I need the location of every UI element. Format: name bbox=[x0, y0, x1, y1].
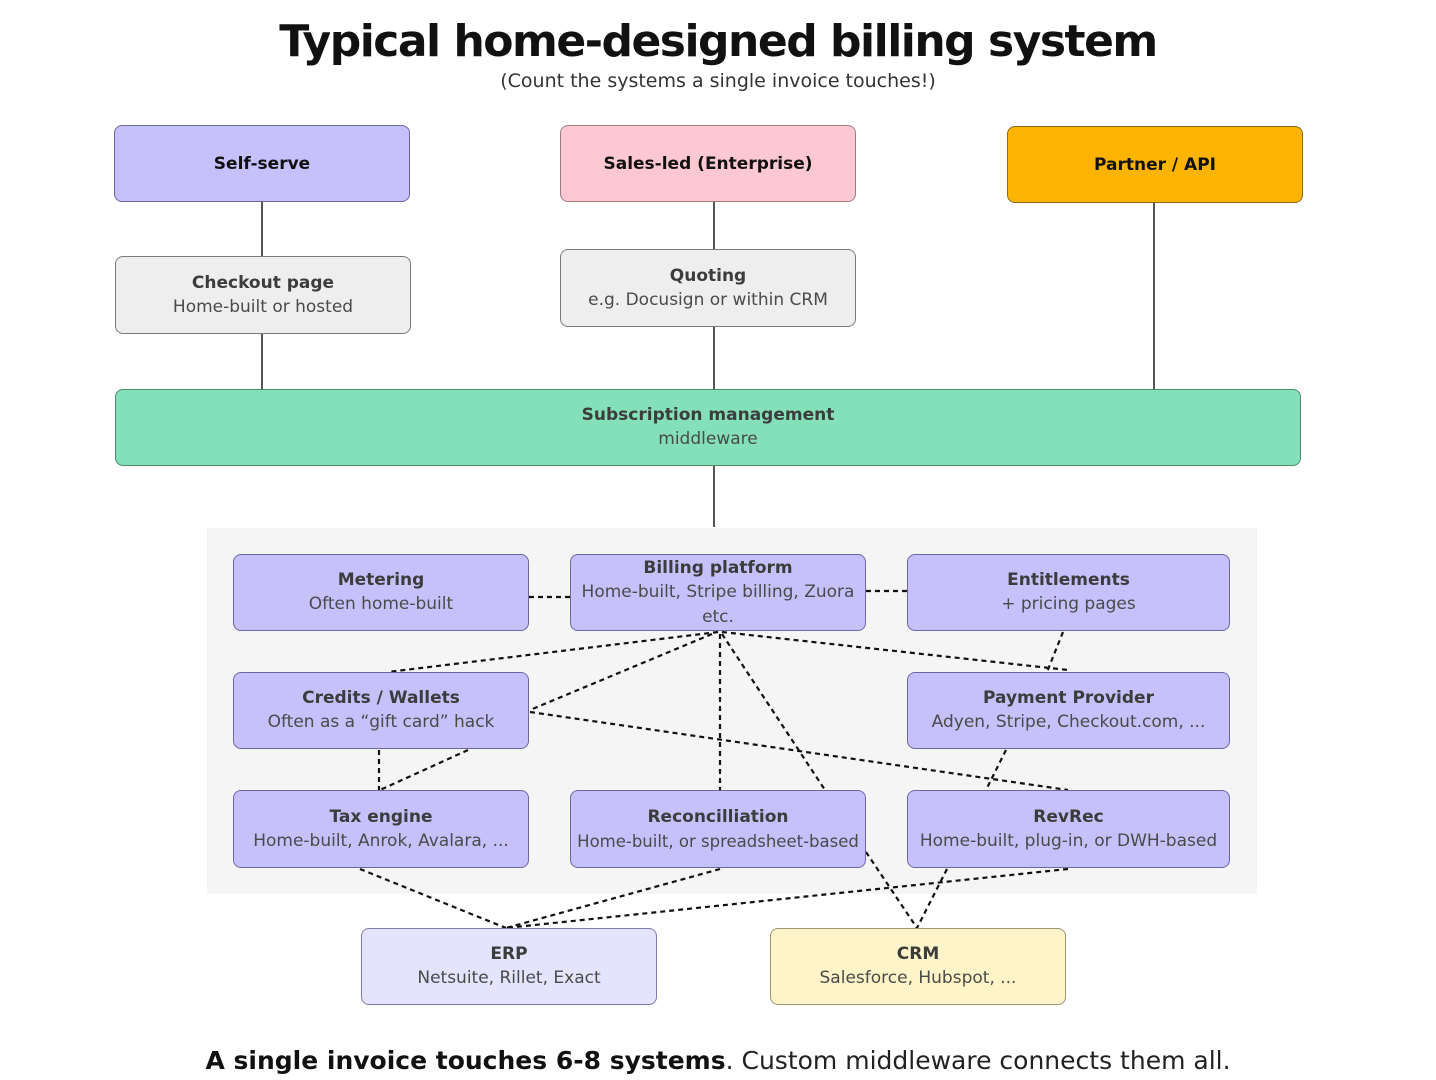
entitlements-title: Entitlements bbox=[1007, 570, 1130, 590]
subscription-title: Subscription management bbox=[581, 405, 835, 425]
reconciliation-title: Reconcilliation bbox=[647, 806, 789, 827]
dashed-payment-revrec bbox=[985, 749, 1007, 791]
crm-box: CRM Salesforce, Hubspot, ... bbox=[770, 928, 1066, 1005]
credits-wallets-box: Credits / Wallets Often as a “gift card”… bbox=[233, 672, 529, 749]
partner-api-box: Partner / API bbox=[1007, 126, 1303, 203]
metering-box: Metering Often home-built bbox=[233, 554, 529, 631]
erp-box: ERP Netsuite, Rillet, Exact bbox=[361, 928, 657, 1005]
dashed-revrec-crm bbox=[916, 868, 948, 929]
dashed-reconciliation-crm bbox=[865, 851, 918, 929]
checkout-title: Checkout page bbox=[191, 272, 335, 293]
entitlements-box: Entitlements + pricing pages bbox=[907, 554, 1230, 631]
quoting-title: Quoting bbox=[669, 265, 747, 286]
metering-title: Metering bbox=[337, 570, 425, 590]
metering-subtitle: Often home-built bbox=[308, 594, 454, 614]
checkout-page-box: Checkout page Home-built or hosted bbox=[115, 256, 411, 334]
diagram-title: Typical home-designed billing system bbox=[279, 16, 1158, 67]
tax-engine-box: Tax engine Home-built, Anrok, Avalara, .… bbox=[233, 790, 529, 868]
footer-bold: A single invoice touches 6-8 systems bbox=[205, 1046, 726, 1075]
subscription-management-box: Subscription management middleware bbox=[115, 389, 1301, 466]
partner-api-label: Partner / API bbox=[1094, 154, 1216, 175]
self-serve-box: Self-serve bbox=[114, 125, 410, 202]
revrec-title: RevRec bbox=[1033, 806, 1104, 827]
credits-subtitle: Often as a “gift card” hack bbox=[267, 712, 495, 732]
dashed-billing-reconciliation-side bbox=[721, 633, 826, 791]
billing-platform-box: Billing platform Home-built, Stripe bill… bbox=[570, 554, 866, 631]
dashed-billing-credits-side bbox=[529, 632, 713, 712]
billing-title: Billing platform bbox=[643, 558, 793, 578]
quoting-subtitle: e.g. Docusign or within CRM bbox=[588, 289, 828, 310]
payment-title: Payment Provider bbox=[983, 688, 1154, 708]
payment-provider-box: Payment Provider Adyen, Stripe, Checkout… bbox=[907, 672, 1230, 749]
erp-subtitle: Netsuite, Rillet, Exact bbox=[417, 968, 601, 988]
revrec-box: RevRec Home-built, plug-in, or DWH-based bbox=[907, 790, 1230, 868]
checkout-subtitle: Home-built or hosted bbox=[172, 296, 354, 317]
diagram-subtitle: (Count the systems a single invoice touc… bbox=[500, 70, 936, 92]
dashed-tax-erp bbox=[359, 867, 507, 930]
reconciliation-box: Reconcilliation Home-built, or spreadshe… bbox=[570, 790, 866, 868]
dashed-reconciliation-erp bbox=[505, 867, 721, 930]
dashed-entitlements-payment bbox=[1045, 631, 1065, 673]
crm-title: CRM bbox=[896, 944, 940, 964]
payment-subtitle: Adyen, Stripe, Checkout.com, ... bbox=[931, 712, 1206, 732]
billing-subtitle: Home-built, Stripe billing, Zuora etc. bbox=[581, 582, 855, 627]
entitlements-subtitle: + pricing pages bbox=[1001, 594, 1136, 614]
dashed-billing-payment bbox=[721, 630, 1069, 672]
crm-subtitle: Salesforce, Hubspot, ... bbox=[819, 968, 1017, 988]
dashed-credits-tax-side bbox=[379, 748, 469, 792]
sales-led-label: Sales-led (Enterprise) bbox=[603, 153, 813, 174]
subscription-subtitle: middleware bbox=[658, 429, 758, 449]
credits-title: Credits / Wallets bbox=[302, 688, 460, 708]
sales-led-box: Sales-led (Enterprise) bbox=[560, 125, 856, 202]
tax-title: Tax engine bbox=[329, 806, 433, 827]
reconciliation-subtitle: Home-built, or spreadsheet-based bbox=[577, 831, 859, 851]
tax-subtitle: Home-built, Anrok, Avalara, ... bbox=[253, 830, 509, 851]
footer-rest: . Custom middleware connects them all. bbox=[725, 1046, 1231, 1075]
revrec-subtitle: Home-built, plug-in, or DWH-based bbox=[919, 830, 1218, 851]
dashed-billing-credits bbox=[387, 630, 719, 674]
quoting-box: Quoting e.g. Docusign or within CRM bbox=[560, 249, 856, 327]
erp-title: ERP bbox=[490, 944, 528, 964]
footer-caption: A single invoice touches 6-8 systems. Cu… bbox=[0, 1044, 1436, 1078]
dashed-revrec-erp bbox=[505, 867, 1069, 930]
self-serve-label: Self-serve bbox=[213, 153, 311, 174]
dashed-credits-revrec bbox=[529, 710, 1069, 792]
